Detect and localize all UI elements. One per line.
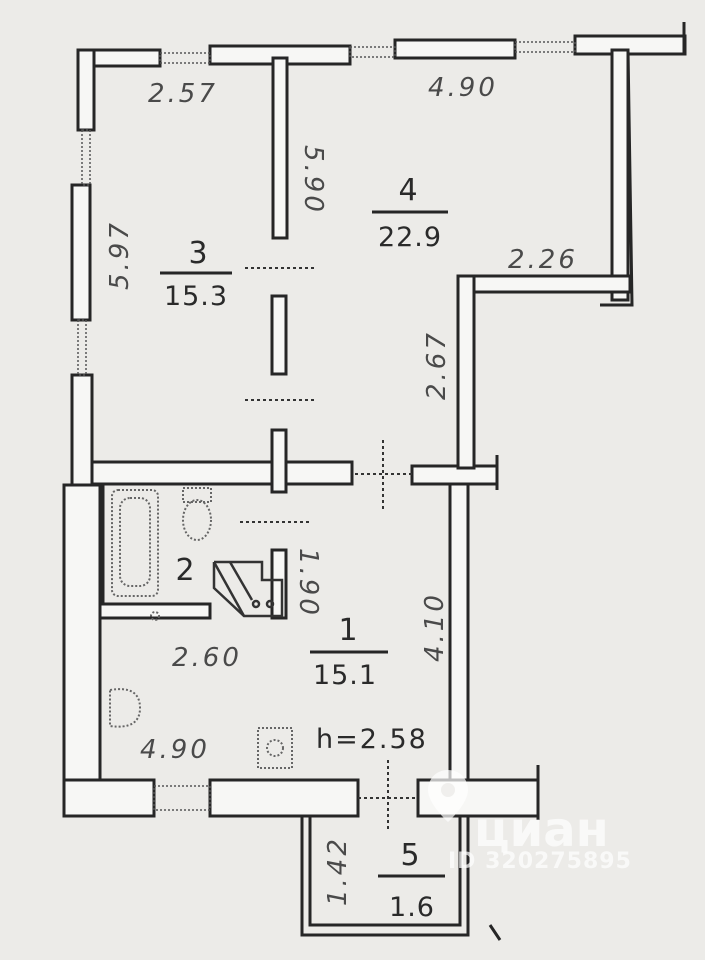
partition-3-4-lower xyxy=(270,428,288,494)
room5-area: 1.6 xyxy=(389,892,435,923)
stove-icon xyxy=(257,727,293,769)
dimension-labels: 2.57 4.90 5.97 5.90 2.26 2.67 1.90 4.10 … xyxy=(105,73,578,906)
room2-number: 2 xyxy=(175,553,194,588)
partition-3-4-mid xyxy=(270,294,288,376)
dim-bath-partition: 1.90 xyxy=(293,548,323,618)
dim-partition-3-4: 5.90 xyxy=(298,145,328,215)
sink-icon xyxy=(109,688,142,728)
door-openings xyxy=(240,267,418,830)
watermark-brand: циан xyxy=(474,802,609,858)
room-labels: 3 15.3 4 22.9 2 1 15.1 5 1.6 h=2.58 xyxy=(160,173,448,923)
room4-right-wall xyxy=(610,48,630,302)
dim-room3-top: 2.57 xyxy=(148,79,218,109)
window-top-1 xyxy=(159,52,211,64)
top-wall-far-right xyxy=(573,34,687,56)
window-left-2 xyxy=(77,319,87,376)
toilet-tank-icon xyxy=(182,487,212,503)
window-top-2 xyxy=(349,46,396,58)
room4-number: 4 xyxy=(398,173,417,208)
left-wall-room1 xyxy=(62,483,102,817)
room3-bottom-wall xyxy=(90,460,354,486)
left-wall-upper xyxy=(76,48,96,132)
room4-area: 22.9 xyxy=(378,222,442,253)
window-bottom xyxy=(153,785,211,811)
room4-inner-wall xyxy=(456,274,476,470)
shaft-icon xyxy=(212,560,284,618)
partition-3-4-upper xyxy=(271,56,289,240)
dim-balcony-left: 1.42 xyxy=(323,836,353,906)
watermark: циан ID 320275895 xyxy=(428,770,632,874)
dim-room1-top: 2.60 xyxy=(172,643,242,673)
bathtub-icon xyxy=(111,489,159,597)
room3-number: 3 xyxy=(188,236,207,271)
room4-bottom-wall xyxy=(410,464,499,486)
fixtures xyxy=(109,487,293,769)
dim-room4-top: 4.90 xyxy=(428,73,498,103)
window-top-3 xyxy=(514,41,576,53)
location-pin-icon xyxy=(428,770,468,822)
bath-bottom-wall xyxy=(98,602,212,620)
ceiling-height: h=2.58 xyxy=(316,724,428,755)
threshold-mark xyxy=(150,611,160,621)
room1-right-wall xyxy=(448,482,470,786)
dim-room4-step: 2.26 xyxy=(508,245,578,275)
window-left-1 xyxy=(81,129,91,186)
left-wall-room3 xyxy=(70,183,92,322)
watermark-listing-id: ID 320275895 xyxy=(448,849,632,874)
bathtub-inner-icon xyxy=(119,497,151,587)
room4-step-wall xyxy=(456,274,632,294)
room1-number: 1 xyxy=(338,613,357,648)
dim-room1-bottom: 4.90 xyxy=(140,735,210,765)
room1-bottom-wall-left xyxy=(62,778,156,818)
dim-room3-left: 5.97 xyxy=(105,220,135,290)
top-wall-right xyxy=(393,38,517,60)
balcony-tick xyxy=(488,924,502,941)
room5-number: 5 xyxy=(400,838,419,873)
room1-bottom-wall-mid xyxy=(208,778,360,818)
left-wall-lower xyxy=(70,373,94,487)
dim-room1-right: 4.10 xyxy=(420,592,450,662)
room3-area: 15.3 xyxy=(164,281,228,312)
toilet-icon xyxy=(182,499,212,541)
room4-right-outer xyxy=(600,49,634,307)
room1-area: 15.1 xyxy=(313,660,377,691)
dim-room4-right-lower: 2.67 xyxy=(422,330,452,400)
balcony-inner xyxy=(308,816,462,927)
balcony-outline xyxy=(300,816,470,937)
bath-partition xyxy=(270,548,288,620)
